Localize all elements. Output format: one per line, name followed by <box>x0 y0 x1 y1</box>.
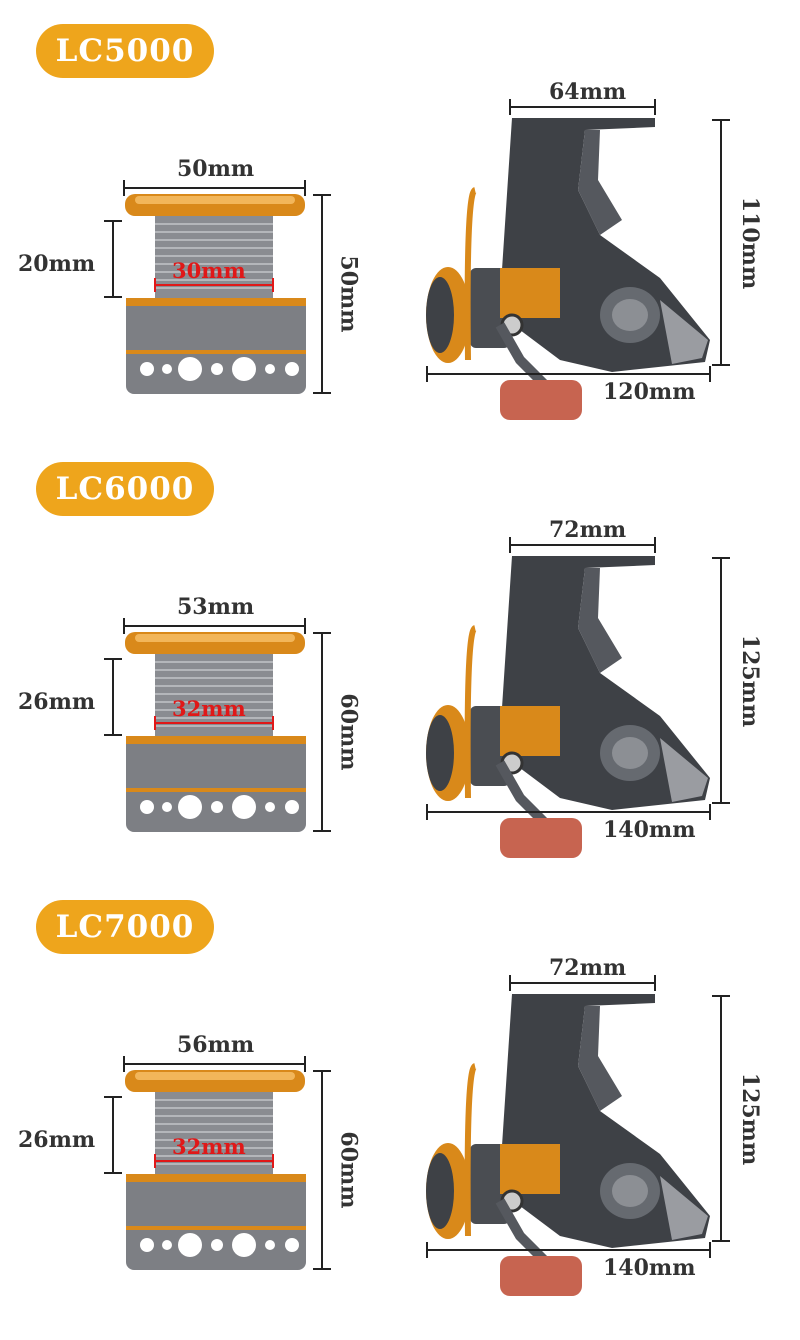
spool-dimension-lines <box>104 618 331 832</box>
reel-graphic <box>426 556 710 858</box>
spool-illustration <box>104 537 730 858</box>
spool-width-label: 53mm <box>177 594 255 620</box>
reel-length-label: 140mm <box>603 1255 696 1281</box>
spool-inner-label: 32mm <box>172 696 246 721</box>
spool-width-label: 50mm <box>177 156 255 182</box>
reel-handle-label: 64mm <box>549 79 627 105</box>
model-badge: LC5000 <box>36 24 214 78</box>
spool-width-label: 56mm <box>177 1032 255 1058</box>
spool-dimension-lines <box>104 180 331 394</box>
spool-illustration <box>104 99 730 420</box>
reel-handle-label: 72mm <box>549 955 627 981</box>
model-section-lc7000: LC7000 <box>0 876 800 1314</box>
spool-graphic <box>125 632 306 832</box>
spool-depth-label: 20mm <box>18 251 96 277</box>
reel-handle-label: 72mm <box>549 517 627 543</box>
reel-length-label: 120mm <box>603 379 696 405</box>
reel-graphic <box>426 118 710 420</box>
model-badge: LC7000 <box>36 900 214 954</box>
spool-inner-label: 30mm <box>172 258 246 283</box>
spool-dimension-lines <box>104 1056 331 1270</box>
model-section-lc5000: LC5000 <box>0 0 800 438</box>
spool-inner-dimension <box>154 716 274 730</box>
spool-height-label: 60mm <box>335 1131 362 1209</box>
spool-graphic <box>125 1070 306 1270</box>
reel-dimension-lines <box>426 975 730 1258</box>
reel-length-label: 140mm <box>603 817 696 843</box>
spool-height-label: 60mm <box>335 693 362 771</box>
reel-graphic <box>426 994 710 1296</box>
spool-graphic <box>125 194 306 394</box>
spool-inner-dimension <box>154 278 274 292</box>
spool-height-label: 50mm <box>335 255 362 333</box>
spool-inner-dimension <box>154 1154 274 1168</box>
spool-depth-label: 26mm <box>18 689 96 715</box>
model-section-lc6000: LC6000 <box>0 438 800 876</box>
reel-height-label: 110mm <box>737 196 764 290</box>
spool-depth-label: 26mm <box>18 1127 96 1153</box>
reel-dimension-lines <box>426 99 730 382</box>
reel-height-label: 125mm <box>737 1072 764 1166</box>
spool-illustration <box>104 975 730 1296</box>
reel-dimension-lines <box>426 537 730 820</box>
model-badge: LC6000 <box>36 462 214 516</box>
reel-height-label: 125mm <box>737 634 764 728</box>
spool-inner-label: 32mm <box>172 1134 246 1159</box>
